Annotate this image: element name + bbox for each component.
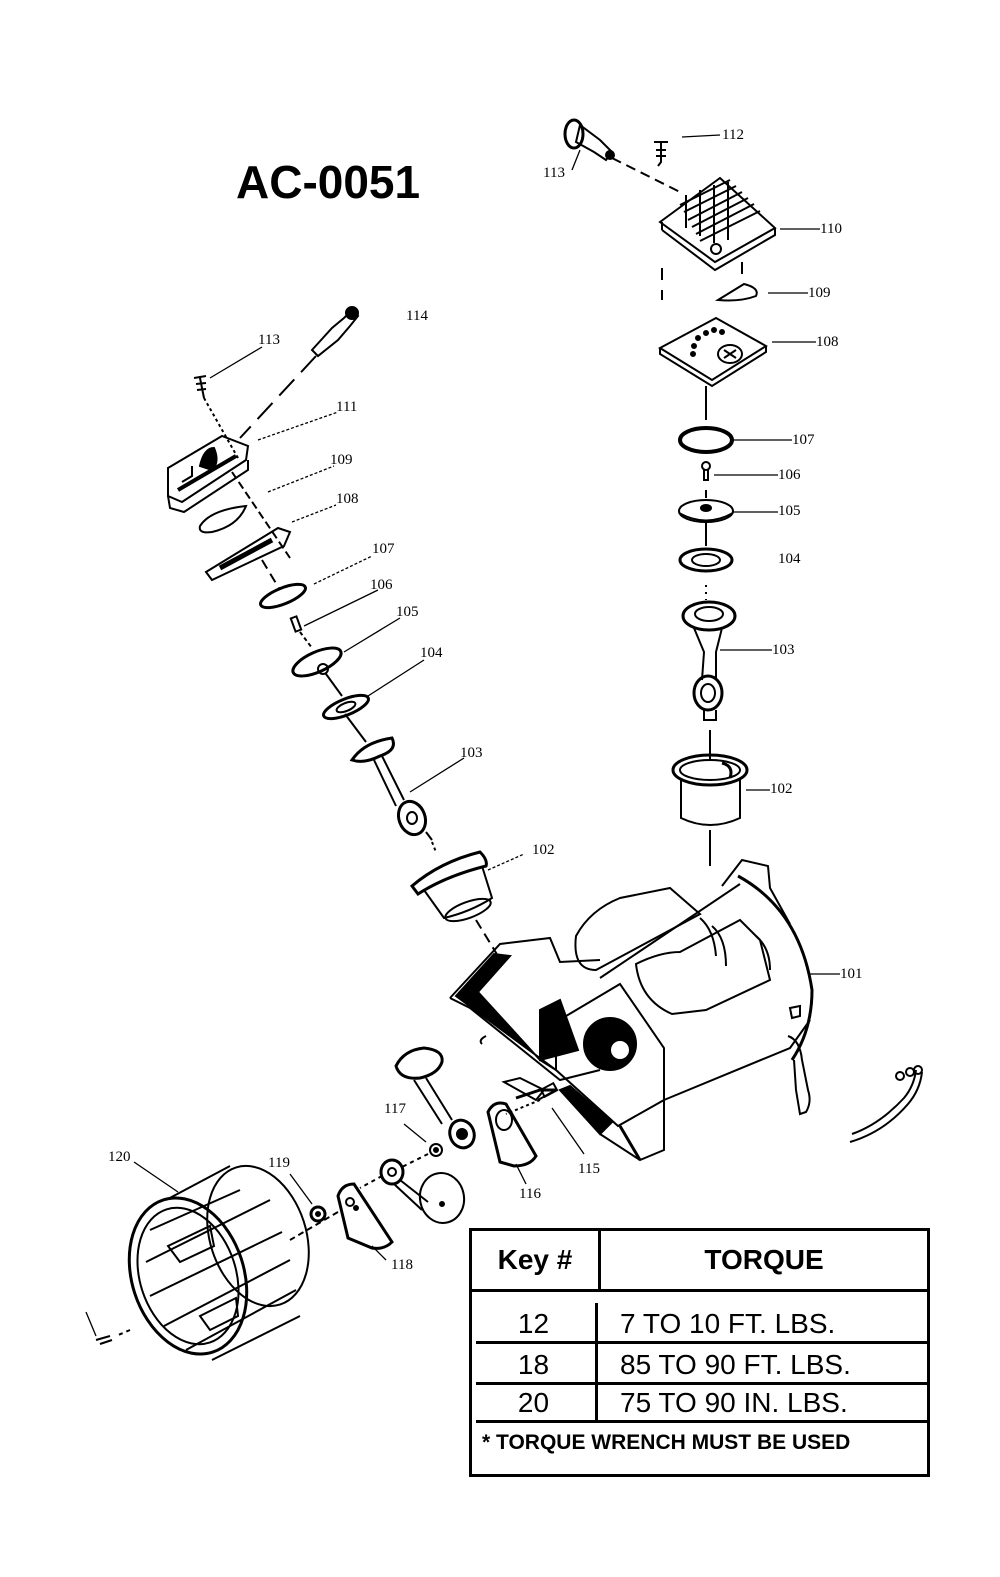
callout-108-right: 108 xyxy=(816,334,839,350)
callout-112-right: 112 xyxy=(722,127,744,143)
torque-wrench-note: * TORQUE WRENCH MUST BE USED xyxy=(482,1431,851,1454)
part-104-right-valve-disc xyxy=(678,547,734,573)
callout-108-left: 108 xyxy=(336,491,359,507)
callout-104-left: 104 xyxy=(420,645,443,661)
callout-112-left: 113 xyxy=(258,332,280,348)
row-key: 20 xyxy=(472,1382,598,1420)
row-torque: 75 TO 90 IN. LBS. xyxy=(620,1387,848,1418)
part-103-right-connecting-rod xyxy=(681,600,737,721)
table-row: 12 7 TO 10 FT. LBS. xyxy=(472,1303,927,1341)
part-102-left-cylinder-sleeve xyxy=(409,850,494,923)
part-111-left-head xyxy=(167,434,250,514)
callout-106-right: 106 xyxy=(778,467,801,483)
callout-113-left: 114 xyxy=(406,308,428,324)
callout-102-right: 102 xyxy=(770,781,793,797)
part-108-valve-plate xyxy=(657,316,768,388)
callout-105-left: 105 xyxy=(396,604,419,620)
torque-table: Key # TORQUE 12 7 TO 10 FT. LBS. 18 85 T… xyxy=(469,1228,930,1477)
row-divider xyxy=(476,1382,927,1385)
callout-115: 116 xyxy=(519,1186,541,1202)
power-cord xyxy=(849,1065,923,1143)
part-lower-piston-rod xyxy=(379,1158,466,1224)
callout-110: 110 xyxy=(820,221,842,237)
header-torque: TORQUE xyxy=(704,1244,824,1275)
callout-102-left: 102 xyxy=(532,842,555,858)
row-divider xyxy=(476,1341,927,1344)
callout-119: 120 xyxy=(108,1149,131,1165)
callout-104-right: 104 xyxy=(778,551,801,567)
model-number-title: AC-0051 xyxy=(236,156,421,208)
part-113-right-fitting xyxy=(563,118,615,162)
part-109-left-gasket xyxy=(198,504,248,534)
part-104-left-valve-disc xyxy=(322,693,370,721)
leader-lines xyxy=(85,134,840,1337)
part-103-lower-connecting-rod xyxy=(394,1046,476,1150)
part-120-screw xyxy=(95,1335,113,1345)
part-119-fan-wheel xyxy=(127,1164,310,1361)
part-109-right-gasket xyxy=(714,282,758,302)
callout-116: 117 xyxy=(384,1101,406,1117)
callout-103-left: 103 xyxy=(460,745,483,761)
callout-117: 118 xyxy=(391,1257,413,1273)
row-key: 18 xyxy=(472,1344,598,1382)
part-115-eccentric xyxy=(486,1101,538,1168)
row-torque: 7 TO 10 FT. LBS. xyxy=(620,1308,836,1339)
torque-table-header: Key # TORQUE xyxy=(472,1231,927,1292)
callout-114: 115 xyxy=(578,1161,600,1177)
header-key-number: Key # xyxy=(472,1231,601,1289)
part-105-right-retainer xyxy=(678,499,734,523)
row-torque: 85 TO 90 FT. LBS. xyxy=(620,1349,851,1380)
row-divider xyxy=(476,1420,927,1423)
part-106-right-screw xyxy=(701,461,711,481)
part-112-right-screw xyxy=(654,141,668,167)
callout-107-left: 107 xyxy=(372,541,395,557)
callout-113-right: 113 xyxy=(543,165,565,181)
part-116-nut xyxy=(429,1143,443,1157)
callout-105-right: 105 xyxy=(778,503,801,519)
part-114-shaft xyxy=(537,1081,559,1101)
part-110-head-cover xyxy=(658,176,777,272)
callout-103-right: 103 xyxy=(772,642,795,658)
part-107-left-o-ring xyxy=(259,582,307,610)
part-113-left-fitting xyxy=(310,306,360,358)
table-row: 20 75 TO 90 IN. LBS. xyxy=(472,1382,927,1420)
part-102-right-cylinder-sleeve xyxy=(671,753,749,826)
part-112-left-screw xyxy=(193,375,207,399)
callout-109-right: 109 xyxy=(808,285,831,301)
part-103-left-connecting-rod xyxy=(349,736,433,841)
part-118-nut xyxy=(309,1205,327,1223)
callout-107-right: 107 xyxy=(792,432,815,448)
callout-118: 119 xyxy=(268,1155,290,1171)
part-117-counterweight xyxy=(336,1182,394,1250)
row-key: 12 xyxy=(472,1303,598,1341)
part-108-left-valve-plate xyxy=(204,526,292,582)
callout-109-left: 109 xyxy=(330,452,353,468)
part-106-left-screw xyxy=(289,615,303,633)
part-107-right-o-ring xyxy=(678,426,734,454)
callout-101: 101 xyxy=(840,966,863,982)
part-105-left-retainer xyxy=(291,646,343,678)
callout-111: 111 xyxy=(336,399,358,415)
part-101-motor-crankcase xyxy=(449,858,814,1162)
table-row: 18 85 TO 90 FT. LBS. xyxy=(472,1344,927,1382)
callout-106-left: 106 xyxy=(370,577,393,593)
